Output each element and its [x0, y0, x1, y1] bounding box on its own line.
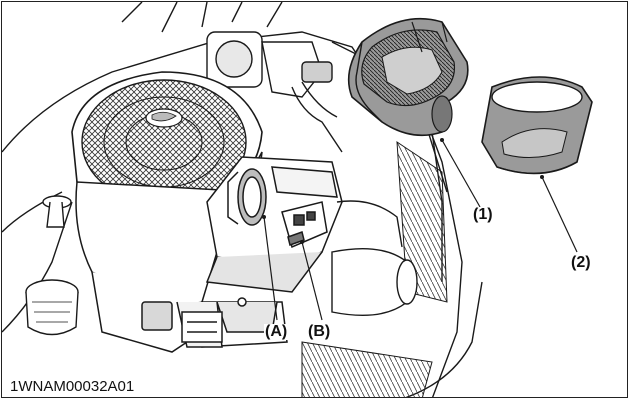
- air-filter-element: [347, 17, 469, 137]
- pre-cleaner-sleeve: [481, 76, 593, 175]
- fan-cover: [71, 71, 263, 219]
- callout-point-b: (B): [307, 323, 332, 340]
- air-cleaner-housing: [205, 156, 343, 293]
- figure-id-label: 1WNAM00032A01: [7, 378, 138, 395]
- callout-part-2: (2): [570, 254, 592, 271]
- oil-cap: [25, 195, 79, 336]
- lower-cylinder: [331, 200, 418, 317]
- leader-b: [301, 241, 323, 321]
- callout-point-a: (A): [264, 323, 289, 340]
- leader-1: [441, 139, 481, 208]
- leader-2: [541, 176, 578, 253]
- leader-lines: [263, 139, 578, 321]
- leader-dots: [262, 138, 544, 244]
- leader-a: [263, 216, 278, 321]
- upper-components: [206, 31, 343, 153]
- engine-block: [75, 151, 288, 353]
- callout-part-1: (1): [472, 206, 494, 223]
- engine-illustration: [2, 2, 593, 397]
